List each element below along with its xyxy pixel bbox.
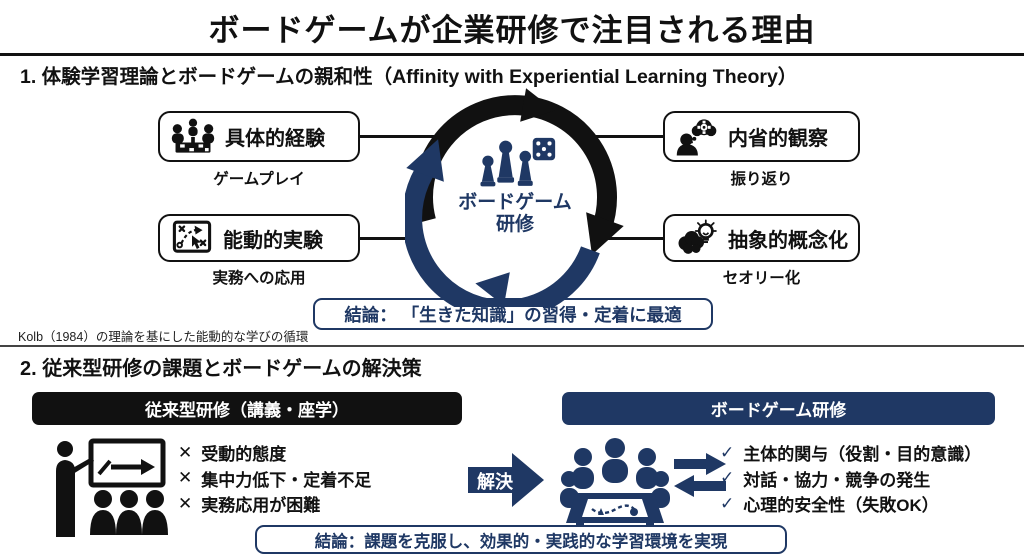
exchange-arrows-icon xyxy=(674,453,726,497)
problem-item: ✕ 実務応用が困難 xyxy=(178,491,371,517)
game-table-icon xyxy=(171,118,215,153)
problem-item-label: 実務応用が困難 xyxy=(201,496,321,516)
brain-lightbulb-icon xyxy=(678,219,717,254)
node-caption: 振り返り xyxy=(730,171,793,188)
reflection-thought-gear-icon xyxy=(676,118,717,155)
solution-list: ✓ 主体的関与（役割・目的意識） ✓ 対話・協力・競争の発生 ✓ 心理的安全性（… xyxy=(720,440,981,517)
learning-cycle-diagram xyxy=(405,88,624,307)
solution-item: ✓ 対話・協力・競争の発生 xyxy=(720,466,981,492)
section1-heading: 1. 体験学習理論とボードゲームの親和性（Affinity with Exper… xyxy=(20,66,798,88)
section2-conclusion: 結論：課題を克服し、効果的・実践的な学習環境を実現 xyxy=(255,525,787,554)
solution-item-label: 心理的安全性（失敗OK） xyxy=(743,496,939,516)
solution-item: ✓ 心理的安全性（失敗OK） xyxy=(720,491,981,517)
node-label: 能動的実験 xyxy=(223,229,323,252)
kolb-footnote: Kolb（1984）の理論を基にした能動的な学びの循環 xyxy=(18,330,309,344)
problem-item: ✕ 集中力低下・定着不足 xyxy=(178,466,371,492)
lecture-classroom-icon xyxy=(56,438,168,537)
solution-item-label: 対話・協力・競争の発生 xyxy=(743,470,931,490)
node-caption: ゲームプレイ xyxy=(213,171,305,188)
node-caption: セオリー化 xyxy=(722,270,801,287)
board-game-pieces-icon xyxy=(480,137,556,187)
cycle-center-line2: 研修 xyxy=(495,214,534,236)
check-mark-icon: ✓ xyxy=(720,468,735,488)
node-label: 具体的経験 xyxy=(225,128,325,150)
page-title: ボードゲームが企業研修で注目される理由 xyxy=(208,13,816,48)
node-concrete-experience: 具体的経験 xyxy=(158,111,360,162)
check-mark-icon: ✓ xyxy=(720,493,735,513)
problem-item-label: 受動的態度 xyxy=(201,445,287,465)
x-mark-icon: ✕ xyxy=(178,442,193,462)
node-reflective-observation: 内省的観察 xyxy=(663,111,860,162)
check-mark-icon: ✓ xyxy=(720,442,735,462)
node-caption: 実務への応用 xyxy=(212,270,306,287)
section2-heading: 2. 従来型研修の課題とボードゲームの解決策 xyxy=(20,358,422,380)
right-block-arrow-icon xyxy=(468,453,544,507)
solve-arrow: 解決 xyxy=(468,451,546,509)
group-game-table-icon xyxy=(560,438,670,533)
node-abstract-conceptualization: 抽象的概念化 xyxy=(663,214,860,262)
solution-item: ✓ 主体的関与（役割・目的意識） xyxy=(720,440,981,466)
solution-item-label: 主体的関与（役割・目的意識） xyxy=(743,445,982,465)
cycle-center-line1: ボードゲーム xyxy=(458,192,572,213)
boardgame-training-header: ボードゲーム研修 xyxy=(562,392,995,425)
problem-item: ✕ 受動的態度 xyxy=(178,440,371,466)
section-divider xyxy=(0,345,1024,347)
traditional-training-header: 従来型研修（講義・座学） xyxy=(32,392,462,425)
problem-list: ✕ 受動的態度 ✕ 集中力低下・定着不足 ✕ 実務応用が困難 xyxy=(178,440,371,517)
x-mark-icon: ✕ xyxy=(178,468,193,488)
node-label: 内省的観察 xyxy=(728,128,828,150)
problem-item-label: 集中力低下・定着不足 xyxy=(201,470,372,490)
node-label: 抽象的概念化 xyxy=(728,229,848,252)
node-active-experimentation: 能動的実験 xyxy=(158,214,360,262)
solve-label: 解決 xyxy=(477,472,513,492)
x-mark-icon: ✕ xyxy=(178,493,193,513)
strategy-board-icon xyxy=(172,220,212,253)
title-underline xyxy=(0,53,1024,56)
cycle-center-label: ボードゲーム 研修 xyxy=(425,192,605,237)
